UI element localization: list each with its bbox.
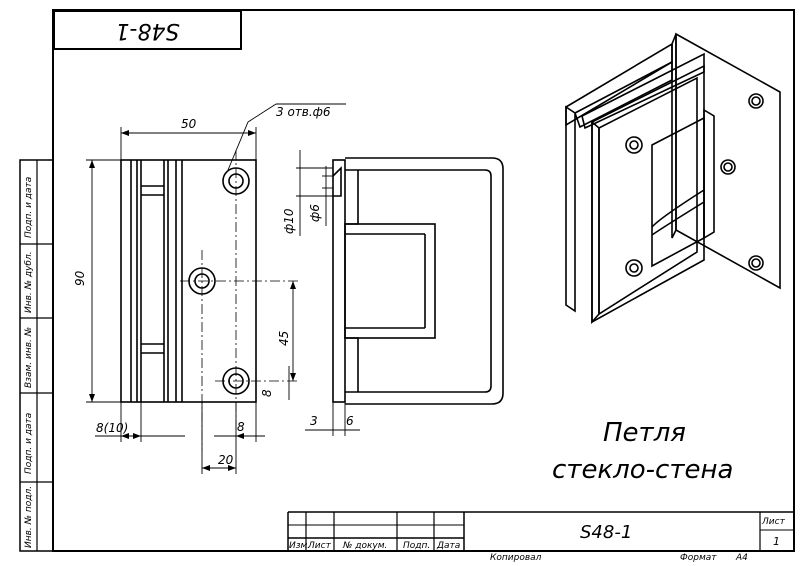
part-title-line2: стекло-стена: [552, 455, 734, 485]
side-label-orig-inv: Инв. № подл.: [24, 485, 34, 548]
holes-note: 3 отв.ф6: [276, 105, 331, 119]
side-label-sign-date-1: Подп. и дата: [24, 176, 34, 238]
tb-drawing-code: S48-1: [580, 522, 633, 543]
dim-8-vertical: 8: [260, 389, 274, 397]
part-title-line1: Петля: [603, 418, 686, 448]
side-dimensions: [296, 150, 360, 436]
dim-8-10: 8(10): [96, 421, 128, 435]
dim-20: 20: [218, 453, 234, 467]
tb-header-sheet: Лист: [308, 541, 331, 551]
side-view: [332, 157, 504, 405]
side-label-sign-date-2: Подп. и дата: [24, 412, 34, 474]
dim-8-horizontal: 8: [237, 420, 245, 434]
tb-sheet-number: 1: [773, 535, 780, 548]
dim-45: 45: [277, 331, 291, 346]
tb-header-change: Изм.: [289, 541, 311, 551]
dimension-arrows: [89, 130, 296, 471]
dim-3: 3: [310, 414, 318, 428]
dim-90: 90: [73, 270, 87, 286]
tb-format-value: А4: [736, 553, 748, 563]
tb-format-label: Формат: [680, 553, 717, 563]
dim-phi10: ф10: [282, 208, 296, 234]
side-label-dup-inv: Инв. № дубл.: [24, 251, 34, 313]
code-stamp: S48-1: [115, 18, 180, 43]
tb-header-date: Дата: [437, 541, 461, 551]
center-lines: [180, 150, 300, 450]
side-strip: [19, 159, 54, 552]
isometric-view: [565, 32, 781, 325]
code-stamp-box: S48-1: [53, 10, 242, 50]
dim-phi6: ф6: [308, 204, 322, 222]
tb-header-sign: Подп.: [403, 541, 431, 551]
side-label-replace-inv: Взам. инв. №: [24, 326, 34, 388]
tb-sheet-label: Лист: [762, 517, 785, 527]
dim-6: 6: [346, 414, 354, 428]
tb-header-doc-no: № докум.: [343, 541, 388, 551]
title-block-frame: [287, 511, 794, 551]
dim-50: 50: [181, 117, 197, 131]
tb-copied: Копировал: [490, 553, 542, 563]
